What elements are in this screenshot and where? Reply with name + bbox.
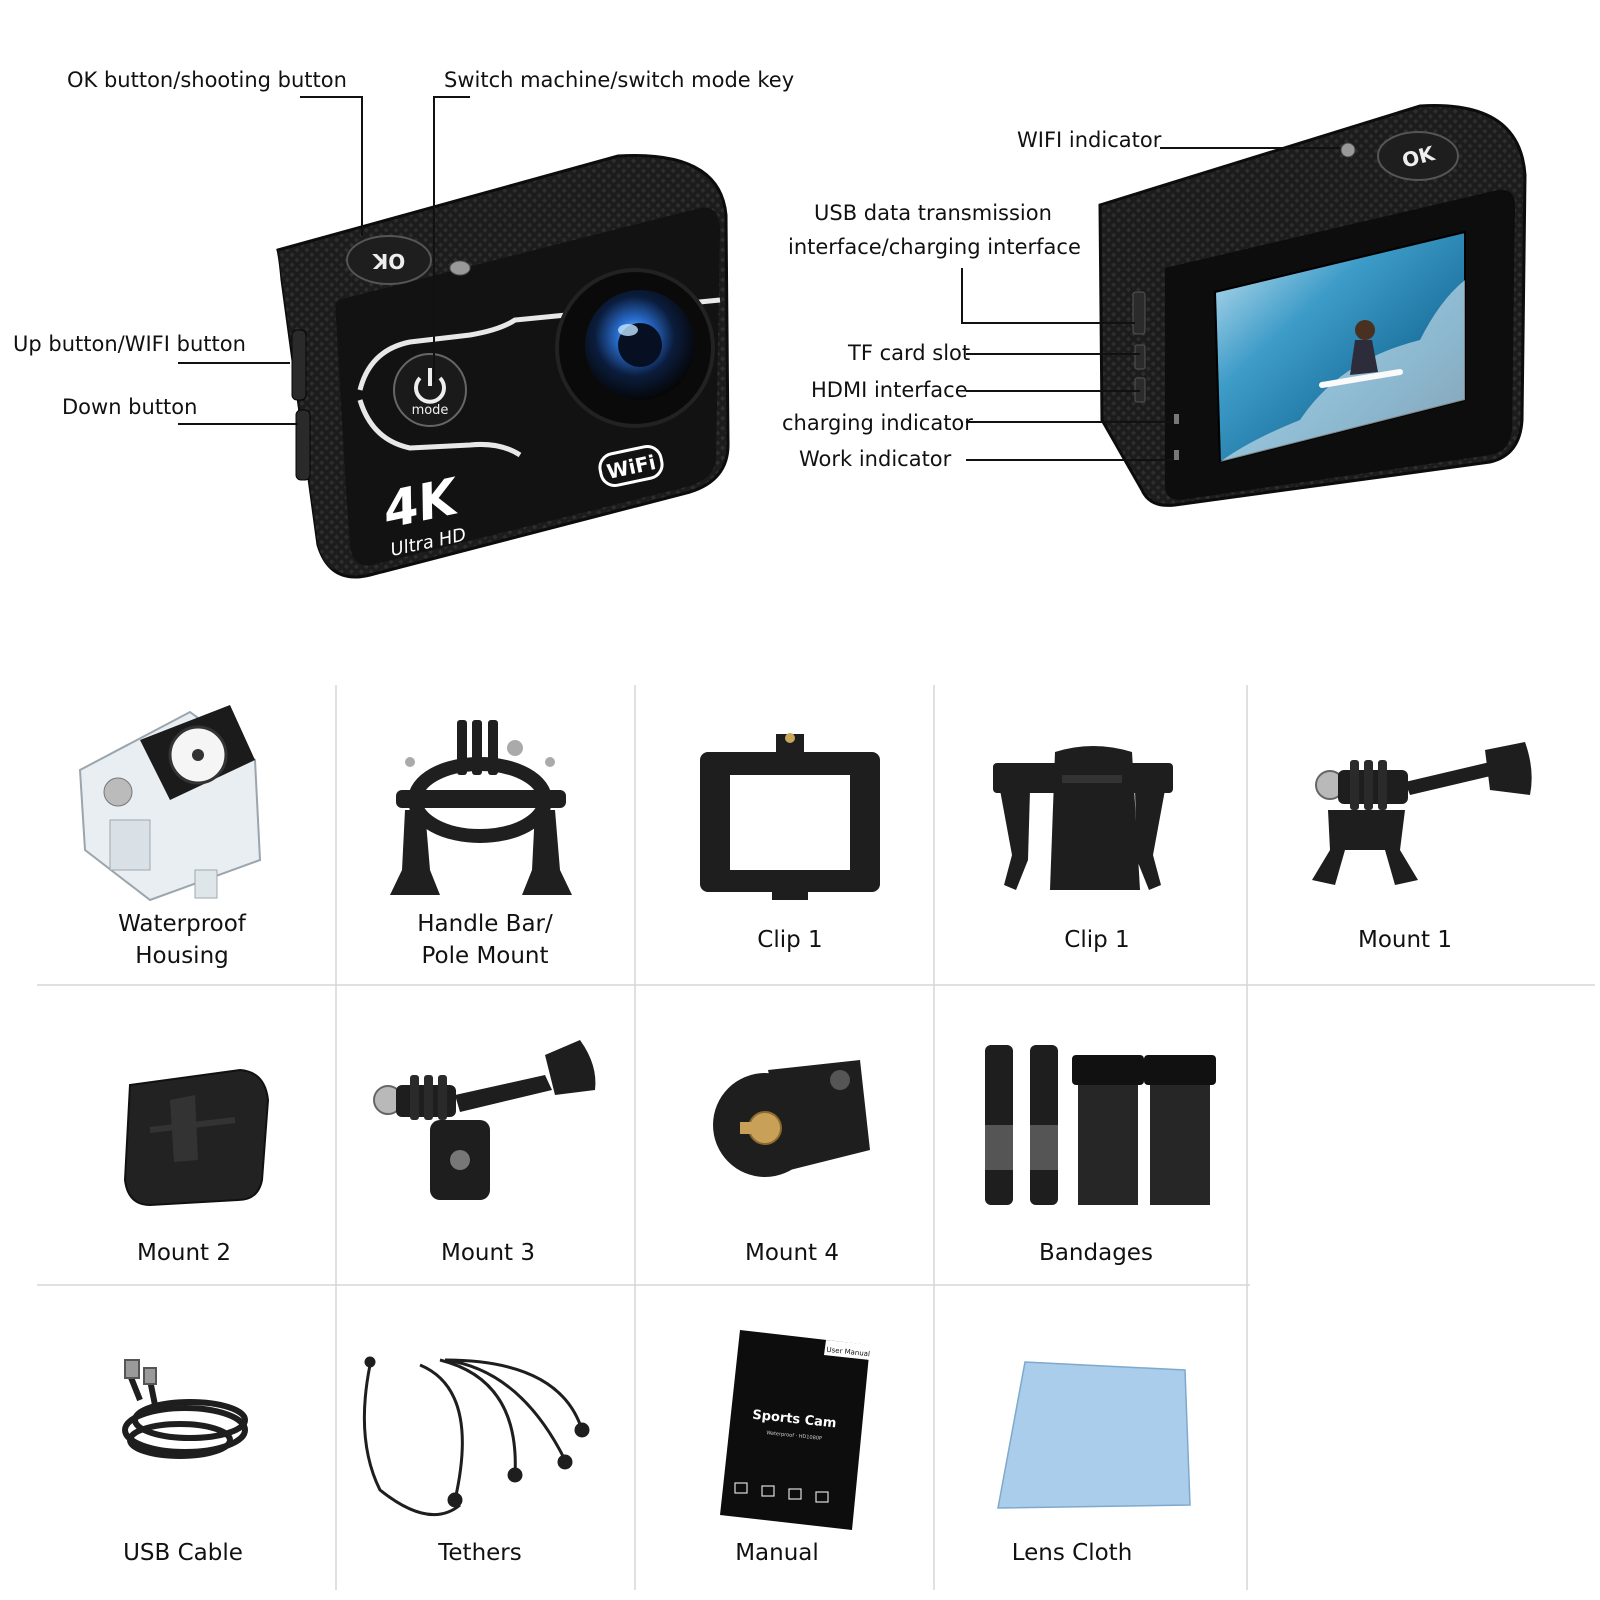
usb-cable-icon [122,1359,248,1459]
handle-bar-mount-icon [390,720,572,895]
accessory-label-mount-4: Mount 4 [744,1240,840,1266]
tethers-icon [362,1356,590,1517]
camera-back: OK [1098,104,1527,507]
mode-label: mode [412,403,449,418]
ok-button[interactable] [346,235,432,285]
manual-icon: User Manual Sports Cam Waterproof · HD10… [720,1330,872,1530]
accessory-label-mount-2: Mount 2 [136,1240,232,1266]
accessory-label-tethers: Tethers [438,1540,522,1566]
accessory-label-clip-1-backpack: Clip 1 [1064,927,1130,953]
mode-button[interactable] [393,353,467,427]
accessory-label-mount-1: Mount 1 [1357,927,1453,953]
adhesive-mount-icon [123,1068,270,1207]
grid-lines [37,685,1595,1590]
frame-clip-icon [700,733,880,900]
back-ok-button[interactable] [1377,131,1459,181]
camera-diagram: OK mode 4K Ultra HD WiFi OK [178,96,1527,579]
backpack-clip-icon [993,746,1173,890]
accessory-label-clip-1-frame: Clip 1 [757,927,823,953]
accessory-label-manual: Manual [735,1540,819,1566]
leader-lines [178,96,1340,461]
mount-3-icon [373,1040,596,1200]
accessory-label-bandages: Bandages [1039,1240,1153,1266]
camera-front: OK mode 4K Ultra HD WiFi [276,153,730,579]
accessory-label-waterproof-housing: Waterproof Housing [118,911,246,969]
accessory-label-lens-cloth: Lens Cloth [1011,1540,1133,1566]
manual-subtitle: Waterproof · HD1080P [766,1430,822,1442]
tripod-adapter-icon [713,1060,870,1177]
accessory-label-mount-3: Mount 3 [440,1240,536,1266]
ok-button-label: OK [371,249,405,273]
lens-cloth-icon [997,1361,1191,1509]
accessory-label-usb-cable: USB Cable [123,1540,243,1566]
straps-icon [985,1045,1216,1205]
waterproof-housing-icon [78,705,262,902]
mount-1-icon [1312,742,1532,885]
accessory-label-handle-bar-mount: Handle Bar/ Pole Mount [417,911,553,969]
